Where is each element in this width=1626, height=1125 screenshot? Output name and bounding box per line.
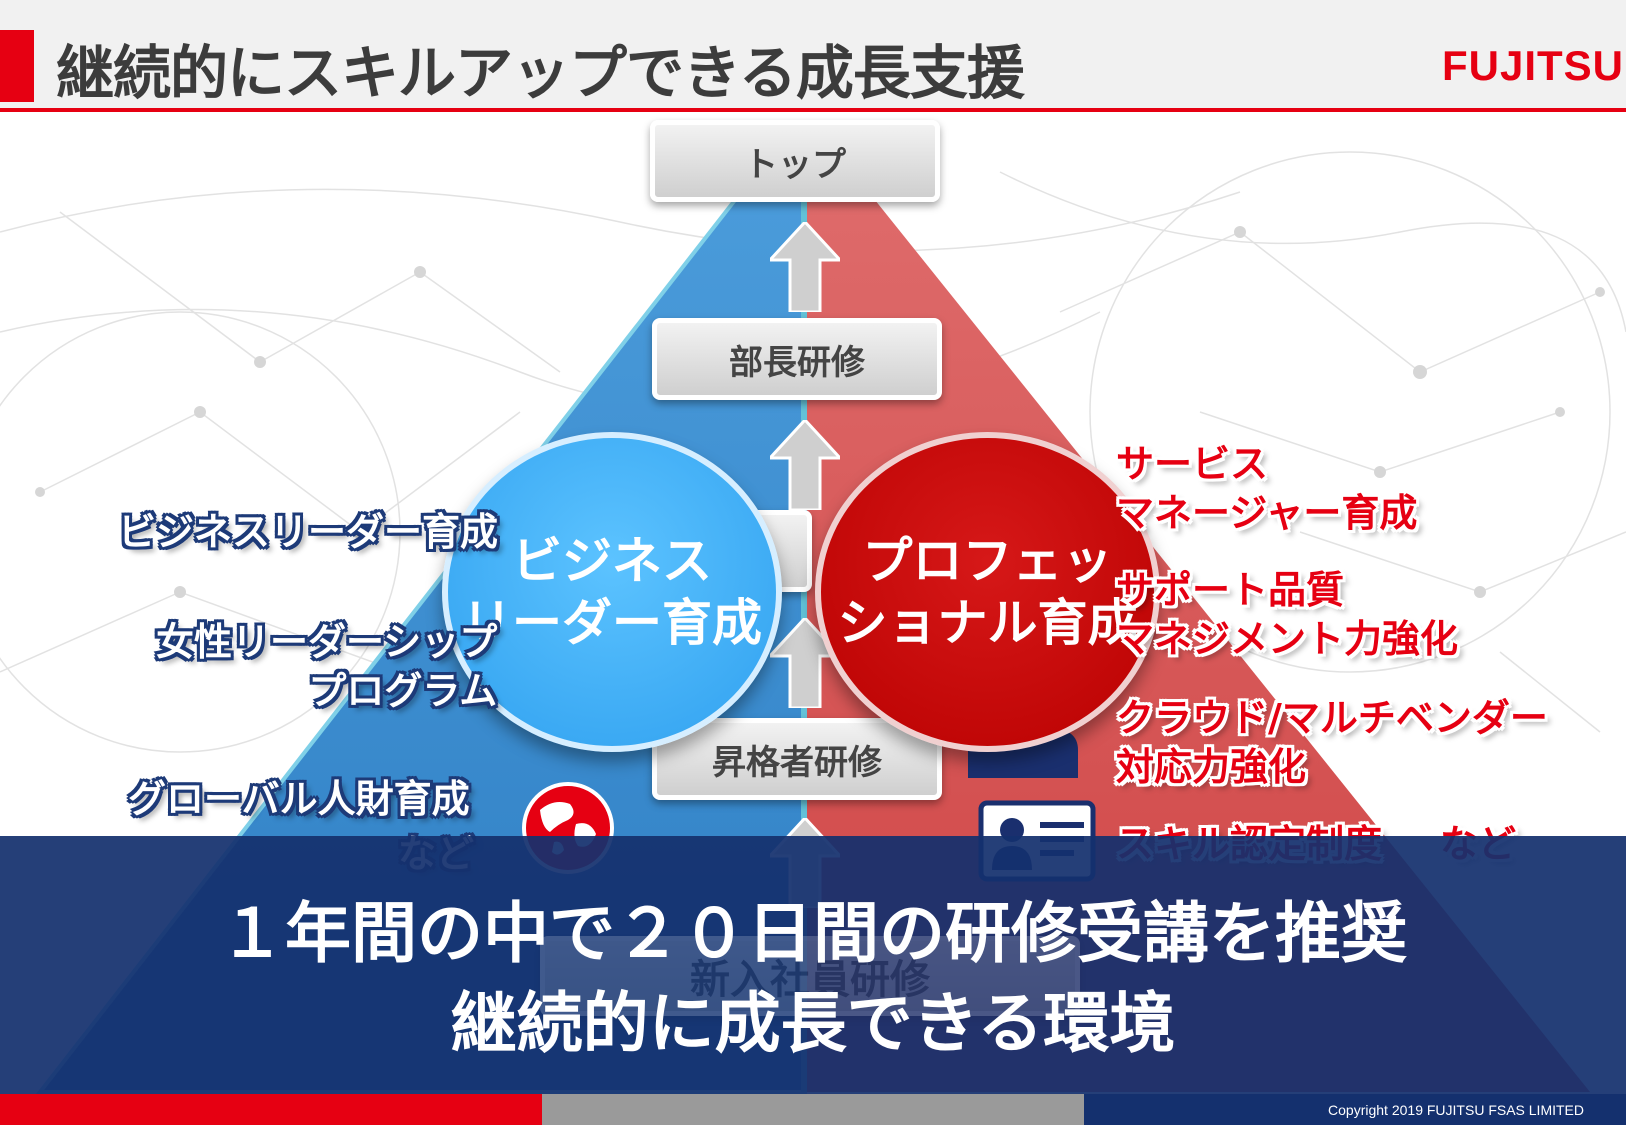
label-women-leadership-line1: 女性リーダーシップ: [156, 620, 498, 664]
footer-bar-gray: [542, 1094, 1084, 1125]
label-cloud-line2: 対応力強化: [1116, 745, 1307, 790]
level-top: トップ: [650, 120, 940, 202]
slide-title: 継続的にスキルアップできる成長支援: [56, 39, 1025, 107]
label-support-line1: サポート品質: [1116, 568, 1345, 612]
label-women-leadership-line2: プログラム: [308, 669, 498, 714]
business-circle-line2: リーダー育成: [462, 594, 762, 652]
footer-bar-red: [0, 1094, 542, 1125]
label-cloud-multivendor: クラウド/マルチベンダー 対応力強化: [1116, 694, 1548, 793]
business-leader-circle: ビジネス リーダー育成: [442, 432, 782, 752]
business-circle-line1: ビジネス: [512, 531, 712, 590]
label-women-leadership: 女性リーダーシップ プログラム: [156, 618, 497, 717]
label-service-line1: サービス: [1116, 442, 1269, 486]
header-accent-bar: [0, 30, 34, 102]
copyright-text: Copyright 2019 FUJITSU FSAS LIMITED: [1328, 1102, 1584, 1118]
level-new-employee-training: 新入社員研修: [540, 936, 1080, 1016]
banner-line1: １年間の中で２０日間の研修受講を推奨: [219, 895, 1407, 972]
label-business-leader: ビジネスリーダー育成: [118, 510, 499, 554]
slide-header: 継続的にスキルアップできる成長支援 FUJITSU: [0, 0, 1626, 112]
fujitsu-logo: FUJITSU: [1442, 42, 1625, 89]
label-cloud-line1: クラウド/マルチベンダー: [1116, 696, 1548, 740]
banner-line2: 継続的に成長できる環境: [450, 985, 1176, 1062]
level-manager-training: 部長研修: [652, 318, 942, 400]
level-promotion-training: 昇格者研修: [652, 718, 942, 800]
label-service-line2: マネージャー育成: [1116, 491, 1418, 536]
up-arrow-icon: [770, 420, 840, 510]
label-support-quality: サポート品質 マネジメント力強化: [1116, 566, 1458, 665]
footer-bar-navy: [1084, 1094, 1626, 1125]
professional-circle-line1: プロフェッ: [862, 531, 1113, 590]
label-service-manager: サービス マネージャー育成: [1116, 440, 1417, 539]
label-support-line2: マネジメント力強化: [1116, 617, 1459, 662]
header-divider: [0, 108, 1626, 112]
professional-circle: プロフェッ ショナル育成: [815, 432, 1160, 752]
up-arrow-icon: [770, 222, 840, 312]
message-banner: 新入社員研修 １年間の中で２０日間の研修受講を推奨 継続的に成長できる環境: [0, 836, 1626, 1094]
label-global-talent: グローバル人財育成: [128, 777, 470, 821]
professional-circle-line2: ショナル育成: [837, 594, 1138, 652]
